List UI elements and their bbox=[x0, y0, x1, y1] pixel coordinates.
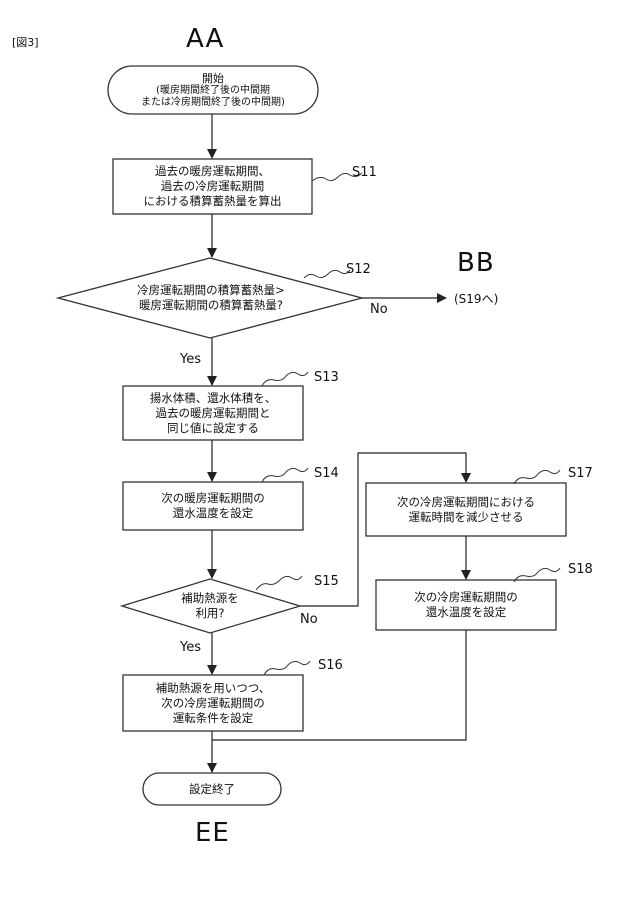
figure-label: [図3] bbox=[12, 34, 39, 50]
leader-s15 bbox=[256, 576, 302, 590]
s17-line: 運転時間を減少させる bbox=[409, 510, 524, 525]
s15-yes-label: Yes bbox=[180, 640, 201, 655]
s16-line: 運転条件を設定 bbox=[173, 711, 254, 726]
s11-line: 過去の冷房運転期間 bbox=[161, 179, 265, 194]
s12-line: 暖房運転期間の積算蓄熱量? bbox=[139, 298, 283, 313]
header-label-aa: AA bbox=[186, 24, 224, 54]
leader-s16 bbox=[264, 661, 310, 675]
s11-step-id: S11 bbox=[352, 165, 377, 180]
leader-s12 bbox=[304, 270, 350, 278]
s11-line: における積算蓄熱量を算出 bbox=[144, 194, 282, 209]
offpage-ref: (S19へ) bbox=[454, 290, 498, 307]
end-text: 設定終了 bbox=[143, 773, 281, 805]
s16-line: 補助熱源を用いつつ、 bbox=[156, 681, 271, 696]
s15-text: 補助熱源を 利用? bbox=[148, 590, 272, 622]
s18-step-id: S18 bbox=[568, 562, 593, 577]
s12-no-label: No bbox=[370, 302, 388, 317]
s12-line: 冷房運転期間の積算蓄熱量> bbox=[137, 283, 285, 298]
s11-line: 過去の暖房運転期間、 bbox=[155, 164, 270, 179]
end-title: 設定終了 bbox=[189, 782, 235, 797]
s15-no-label: No bbox=[300, 612, 318, 627]
s17-line: 次の冷房運転期間における bbox=[397, 495, 535, 510]
start-line1: (暖房期間終了後の中間期 bbox=[156, 85, 270, 97]
s16-text: 補助熱源を用いつつ、 次の冷房運転期間の 運転条件を設定 bbox=[123, 675, 303, 731]
s14-line: 還水温度を設定 bbox=[173, 506, 254, 521]
s13-line: 揚水体積、還水体積を、 bbox=[150, 391, 277, 406]
s18-line: 次の冷房運転期間の bbox=[414, 590, 518, 605]
leader-s17 bbox=[514, 470, 560, 484]
s15-line: 利用? bbox=[195, 606, 224, 621]
s14-text: 次の暖房運転期間の 還水温度を設定 bbox=[123, 482, 303, 530]
s17-text: 次の冷房運転期間における 運転時間を減少させる bbox=[366, 483, 566, 536]
s12-step-id: S12 bbox=[346, 262, 371, 277]
s11-text: 過去の暖房運転期間、 過去の冷房運転期間 における積算蓄熱量を算出 bbox=[113, 159, 312, 214]
leader-s14 bbox=[262, 468, 308, 482]
s13-step-id: S13 bbox=[314, 370, 339, 385]
s16-line: 次の冷房運転期間の bbox=[161, 696, 265, 711]
s18-line: 還水温度を設定 bbox=[426, 605, 507, 620]
footer-label-ee: EE bbox=[195, 818, 230, 848]
s12-text: 冷房運転期間の積算蓄熱量> 暖房運転期間の積算蓄熱量? bbox=[80, 280, 342, 316]
s14-step-id: S14 bbox=[314, 466, 339, 481]
s12-yes-label: Yes bbox=[180, 352, 201, 367]
start-text: 開始 (暖房期間終了後の中間期 または冷房期間終了後の中間期) bbox=[108, 66, 318, 114]
leader-s13 bbox=[262, 372, 308, 386]
s13-line: 同じ値に設定する bbox=[167, 421, 259, 436]
start-title: 開始 bbox=[202, 72, 224, 85]
s15-line: 補助熱源を bbox=[181, 591, 239, 606]
s13-line: 過去の暖房運転期間と bbox=[156, 406, 271, 421]
s16-step-id: S16 bbox=[318, 658, 343, 673]
s14-line: 次の暖房運転期間の bbox=[161, 491, 265, 506]
start-line2: または冷房期間終了後の中間期) bbox=[141, 97, 285, 109]
s17-step-id: S17 bbox=[568, 466, 593, 481]
s13-text: 揚水体積、還水体積を、 過去の暖房運転期間と 同じ値に設定する bbox=[123, 386, 303, 440]
s18-text: 次の冷房運転期間の 還水温度を設定 bbox=[376, 580, 556, 630]
offpage-label-bb: BB bbox=[457, 248, 495, 278]
s15-step-id: S15 bbox=[314, 574, 339, 589]
